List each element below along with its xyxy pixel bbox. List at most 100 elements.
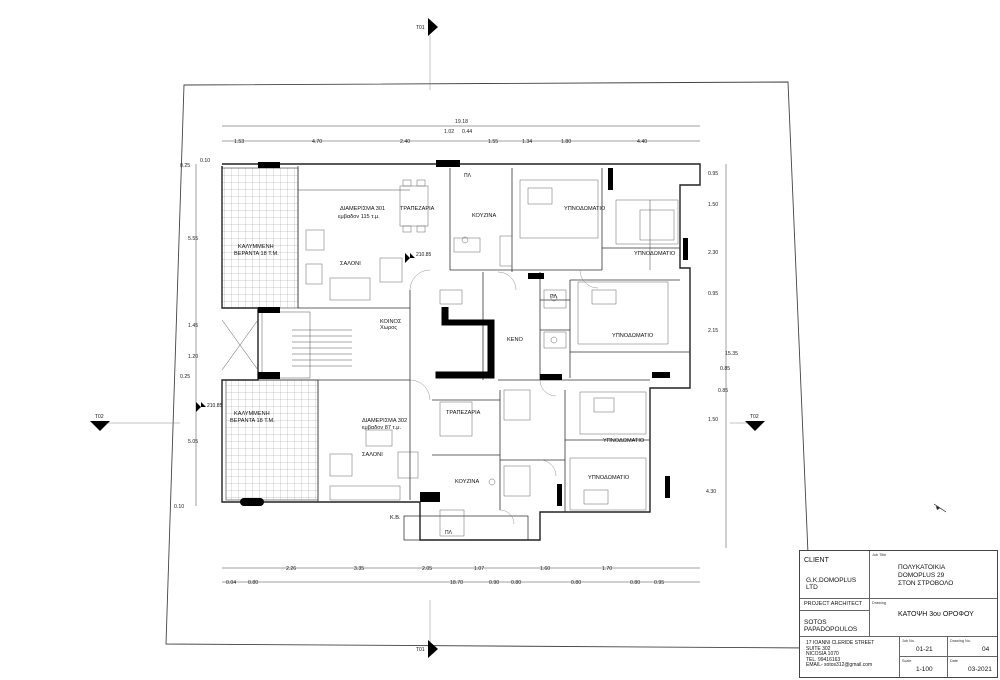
- room-veranda-top-line1: ΚΑΛΥΜΜΕΝΗ: [238, 244, 274, 250]
- dim-right-7: 0.85: [718, 388, 728, 394]
- dim-bottom-3: 2.05: [422, 566, 432, 572]
- room-kitchen-top: ΚΟΥΖΙΝΑ: [472, 213, 496, 219]
- dim-bottom2-4: 0.80: [511, 580, 521, 586]
- room-bedroom-5: ΥΠΝΟΔΩΜΑΤΙΟ: [588, 475, 630, 481]
- dim-bottom2-1: 0.04: [226, 580, 236, 586]
- dim-bottom-5: 1.60: [540, 566, 550, 572]
- room-bedroom-3: ΥΠΝΟΔΩΜΑΤΙΟ: [612, 333, 654, 339]
- room-pl-1: ΠΛ: [464, 173, 472, 179]
- date-label: Date: [950, 659, 959, 663]
- svg-text:T02: T02: [750, 414, 759, 420]
- dim-left-4: 1.45: [188, 323, 198, 329]
- dim-top-6: 1.80: [561, 139, 571, 145]
- room-dining-top: ΤΡΑΠΕΖΑΡΙΑ: [400, 206, 435, 212]
- dim-right-6: 0.85: [720, 366, 730, 372]
- dim-left-3: 5.55: [188, 236, 198, 242]
- job-title-cell: Job Title ΠΟΛΥΚΑΤΟΙΚΙΑ DOMOPLUS 29 ΣΤΟΝ …: [870, 551, 997, 599]
- dim-top-sub-1: 1.02: [444, 129, 454, 135]
- svg-text:T01: T01: [416, 25, 425, 31]
- dim-right-9: 4.30: [706, 489, 716, 495]
- job-title-label: Job Title: [872, 553, 887, 557]
- dim-bottom-total: 18.70: [450, 580, 463, 586]
- dim-right-1: 0.95: [708, 171, 718, 177]
- dim-right-3: 2.30: [708, 250, 718, 256]
- date: 03-2021: [968, 666, 992, 673]
- dim-bottom-2: 3.35: [354, 566, 364, 572]
- architect-cell: SOTOS PAPADOPOULOS: [800, 611, 870, 637]
- scale-cell: Scale 1-100: [900, 657, 948, 677]
- job-title-line2: DOMOPLUS 29: [898, 572, 945, 579]
- room-apt301-line2: εμβαδον 115 τ.μ.: [338, 214, 380, 220]
- client-name: G.K.DOMOPLUS LTD: [806, 577, 857, 591]
- room-dining-bottom: ΤΡΑΠΕΖΑΡΙΑ: [446, 410, 481, 416]
- dim-top-7: 4.40: [637, 139, 647, 145]
- furniture: [305, 179, 679, 537]
- veranda-bottom-area: [225, 379, 319, 501]
- address-cell: 17 IOANNI CLERIDE STREET SUITE 302 NICOS…: [800, 637, 900, 677]
- dim-right-2: 1.50: [708, 202, 718, 208]
- room-kitchen-bottom: ΚΟΥΖΙΝΑ: [455, 479, 479, 485]
- dim-right-total: 15.35: [725, 351, 738, 357]
- level-marker-bottom: 210.85: [196, 402, 223, 412]
- dim-top-5: 1.34: [522, 139, 532, 145]
- dim-bottom2-2: 0.80: [248, 580, 258, 586]
- room-bedroom-4: ΥΠΝΟΔΩΜΑΤΙΟ: [603, 438, 645, 444]
- room-common-line2: Χωρος: [380, 325, 397, 331]
- dim-bottom-6: 1.70: [602, 566, 612, 572]
- dim-top-1: 1.53: [234, 139, 244, 145]
- room-void: ΚΕΝΟ: [507, 337, 524, 343]
- drawing-cell: Drawing ΚΑΤΟΨΗ 3ου ΟΡΟΦΟΥ: [870, 599, 997, 637]
- dim-top-total: 19.18: [455, 119, 468, 125]
- svg-text:T02: T02: [95, 414, 104, 420]
- dim-top-2: 4.70: [312, 139, 322, 145]
- dim-bottom2-6: 0.80: [630, 580, 640, 586]
- section-marker-top: T01: [416, 18, 438, 36]
- architect-label-cell: PROJECT ARCHITECT: [800, 599, 870, 611]
- room-pl-2: ΠΛ: [550, 294, 558, 300]
- section-marker-left: T02: [90, 414, 110, 431]
- room-bedroom-2: ΥΠΝΟΔΩΜΑΤΙΟ: [634, 251, 676, 257]
- dim-top-3: 2.40: [400, 139, 410, 145]
- architect-address: 17 IOANNI CLERIDE STREET SUITE 302 NICOS…: [806, 640, 875, 669]
- north-arrow-icon: [933, 503, 947, 513]
- date-cell: Date 03-2021: [948, 657, 997, 677]
- dim-left-1: 0.25: [180, 163, 190, 169]
- job-no: 01-21: [916, 646, 933, 653]
- door-swings: [409, 269, 599, 525]
- drawing-no-cell: Drawing No. 04: [948, 637, 997, 657]
- section-marker-right: T02: [745, 414, 765, 431]
- dim-left-6: 0.25: [180, 374, 190, 380]
- dim-bottom-1: 2.26: [286, 566, 296, 572]
- veranda-top-area: [221, 167, 299, 309]
- dim-right-8: 1.50: [708, 417, 718, 423]
- drawing-no: 04: [982, 646, 990, 653]
- dim-bottom2-7: 0.95: [654, 580, 664, 586]
- room-apt302-line1: ΔΙΑΜΕΡΙΣΜΑ 302: [362, 418, 407, 424]
- svg-text:T01: T01: [416, 647, 425, 653]
- staircase: [221, 311, 352, 379]
- dim-bottom-4: 1.07: [474, 566, 484, 572]
- architect-label: PROJECT ARCHITECT: [804, 601, 863, 607]
- room-veranda-bottom-line2: ΒΕΡΑΝΤΑ 18 Τ.Μ.: [230, 418, 275, 424]
- section-marker-bottom: T01: [416, 640, 438, 658]
- level-marker-top: 210.85: [405, 252, 432, 263]
- architect-name: SOTOS PAPADOPOULOS: [804, 619, 858, 633]
- room-bedroom-1: ΥΠΝΟΔΩΜΑΤΙΟ: [564, 206, 606, 212]
- scale-label: Scale: [902, 659, 912, 663]
- svg-text:210.85: 210.85: [207, 403, 223, 409]
- dim-top-4: 1.55: [488, 139, 498, 145]
- elevator-core-wall: [435, 307, 495, 379]
- dimension-lines: [195, 125, 727, 583]
- room-living-top: ΣΑΛΟΝΙ: [340, 261, 361, 267]
- scale: 1-100: [916, 666, 933, 673]
- dim-top-sub-2: 0.44: [462, 129, 472, 135]
- room-veranda-top-line2: ΒΕΡΑΝΤΑ 18 Τ.Μ.: [234, 251, 279, 257]
- room-kb: Κ.Β.: [390, 515, 401, 521]
- job-no-label: Job No.: [902, 639, 916, 643]
- job-title-line3: ΣΤΟΝ ΣΤΡΟΒΟΛΟ: [898, 580, 954, 587]
- svg-text:210.85: 210.85: [416, 252, 432, 258]
- room-living-bottom: ΣΑΛΟΝΙ: [362, 452, 383, 458]
- room-common-line1: ΚΟΙΝΟΣ: [380, 319, 402, 325]
- client-cell: CLIENT G.K.DOMOPLUS LTD: [800, 551, 870, 599]
